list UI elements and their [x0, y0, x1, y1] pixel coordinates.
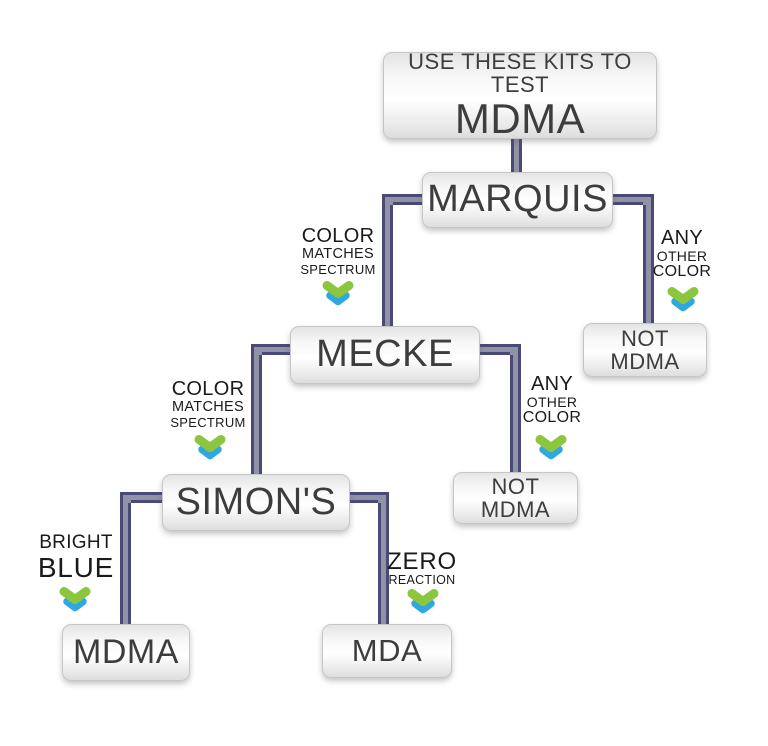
connector-marquis-notmdma-corner [643, 194, 654, 205]
edge-label-simons-to-mda: ZERO REACTION [387, 548, 457, 588]
connector-simons-mdma-corner [120, 492, 131, 503]
connector-marquis-mecke-vertical [382, 205, 393, 326]
node-mda-label: MDA [351, 632, 423, 668]
connector-simons-mdma-horizontal [131, 492, 162, 503]
connector-marquis-notmdma-horizontal [613, 194, 643, 205]
chevron-down-icon [535, 435, 567, 460]
node-marquis-label: MARQUIS [427, 178, 608, 221]
connector-mecke-notmdma-horizontal [480, 344, 510, 355]
connector-mecke-notmdma-vertical [510, 355, 521, 472]
title-line-1: USE THESE KITS TO TEST [408, 49, 632, 98]
title-line-2: MDMA [454, 94, 586, 142]
node-mda: MDA [322, 624, 452, 678]
edge-label-simons-to-mdma: BRIGHT BLUE [37, 532, 115, 584]
connector-marquis-mecke-corner [382, 194, 393, 205]
chevron-down-icon [667, 287, 699, 312]
node-mdma: MDMA [62, 624, 190, 681]
edge-label-mecke-to-simons: COLOR MATCHES SPECTRUM [170, 378, 246, 430]
node-simons-label: SIMON'S [175, 480, 337, 523]
connector-simons-mda-horizontal [350, 492, 378, 503]
node-marquis: MARQUIS [422, 172, 613, 228]
node-mecke: MECKE [290, 326, 480, 384]
edge-label-mecke-to-not-mdma: ANY OTHER COLOR [522, 373, 582, 427]
connector-mecke-notmdma-corner [510, 344, 521, 355]
connector-simons-mda-vertical [378, 503, 389, 624]
connector-simons-mdma-vertical [120, 503, 131, 624]
chevron-down-icon [407, 589, 439, 614]
connector-mecke-simons-vertical [251, 355, 262, 474]
node-mecke-label: MECKE [316, 333, 454, 376]
connector-mecke-simons-corner [251, 344, 262, 355]
node-title: USE THESE KITS TO TEST MDMA [383, 49, 657, 142]
node-simons: SIMON'S [162, 474, 350, 531]
node-not-mdma-1: NOT MDMA [583, 323, 707, 377]
connector-marquis-mecke-horizontal [393, 194, 422, 205]
chevron-down-icon [322, 281, 354, 306]
node-not-mdma-2: NOT MDMA [453, 472, 578, 524]
connector-marquis-notmdma-vertical [643, 205, 654, 323]
connector-title-to-marquis [511, 139, 522, 172]
chevron-down-icon [59, 587, 91, 612]
connector-mecke-simons-horizontal [262, 344, 290, 355]
node-not-mdma-2-label: NOT MDMA [480, 473, 551, 522]
edge-label-marquis-to-not-mdma: ANY OTHER COLOR [652, 227, 712, 281]
connector-simons-mda-corner [378, 492, 389, 503]
edge-label-marquis-to-mecke: COLOR MATCHES SPECTRUM [300, 225, 376, 277]
node-mdma-label: MDMA [73, 632, 179, 671]
node-not-mdma-1-label: NOT MDMA [610, 325, 680, 374]
chevron-down-icon [194, 435, 226, 460]
